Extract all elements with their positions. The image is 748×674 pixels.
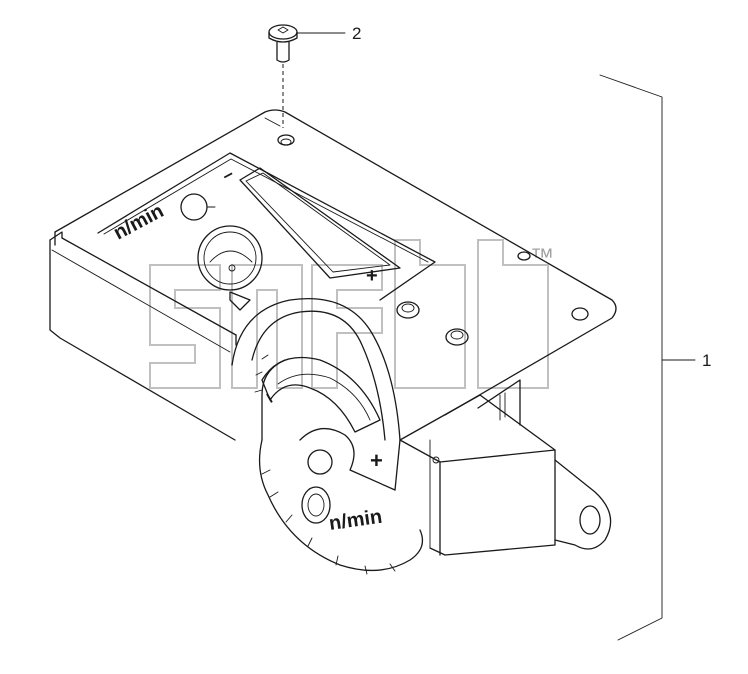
engravings: n/min n/min – + – + <box>110 163 384 535</box>
screw <box>268 24 298 63</box>
callout-2-label: 2 <box>352 24 361 43</box>
dial-guard <box>231 297 401 491</box>
unit-label-top: n/min <box>110 200 167 244</box>
callout-1-label: 1 <box>702 351 711 370</box>
unit-label-knob: n/min <box>328 506 384 535</box>
plus-sign-dial: + <box>370 448 383 473</box>
speed-knob <box>254 354 424 575</box>
callout-1-bracket <box>599 74 663 641</box>
trademark-symbol: ™ <box>530 244 554 271</box>
front-box <box>399 394 612 556</box>
control-housing <box>49 109 617 441</box>
plus-sign-top: + <box>366 265 378 287</box>
watermark: ™ <box>149 239 554 389</box>
minus-sign-top: – <box>218 163 236 185</box>
